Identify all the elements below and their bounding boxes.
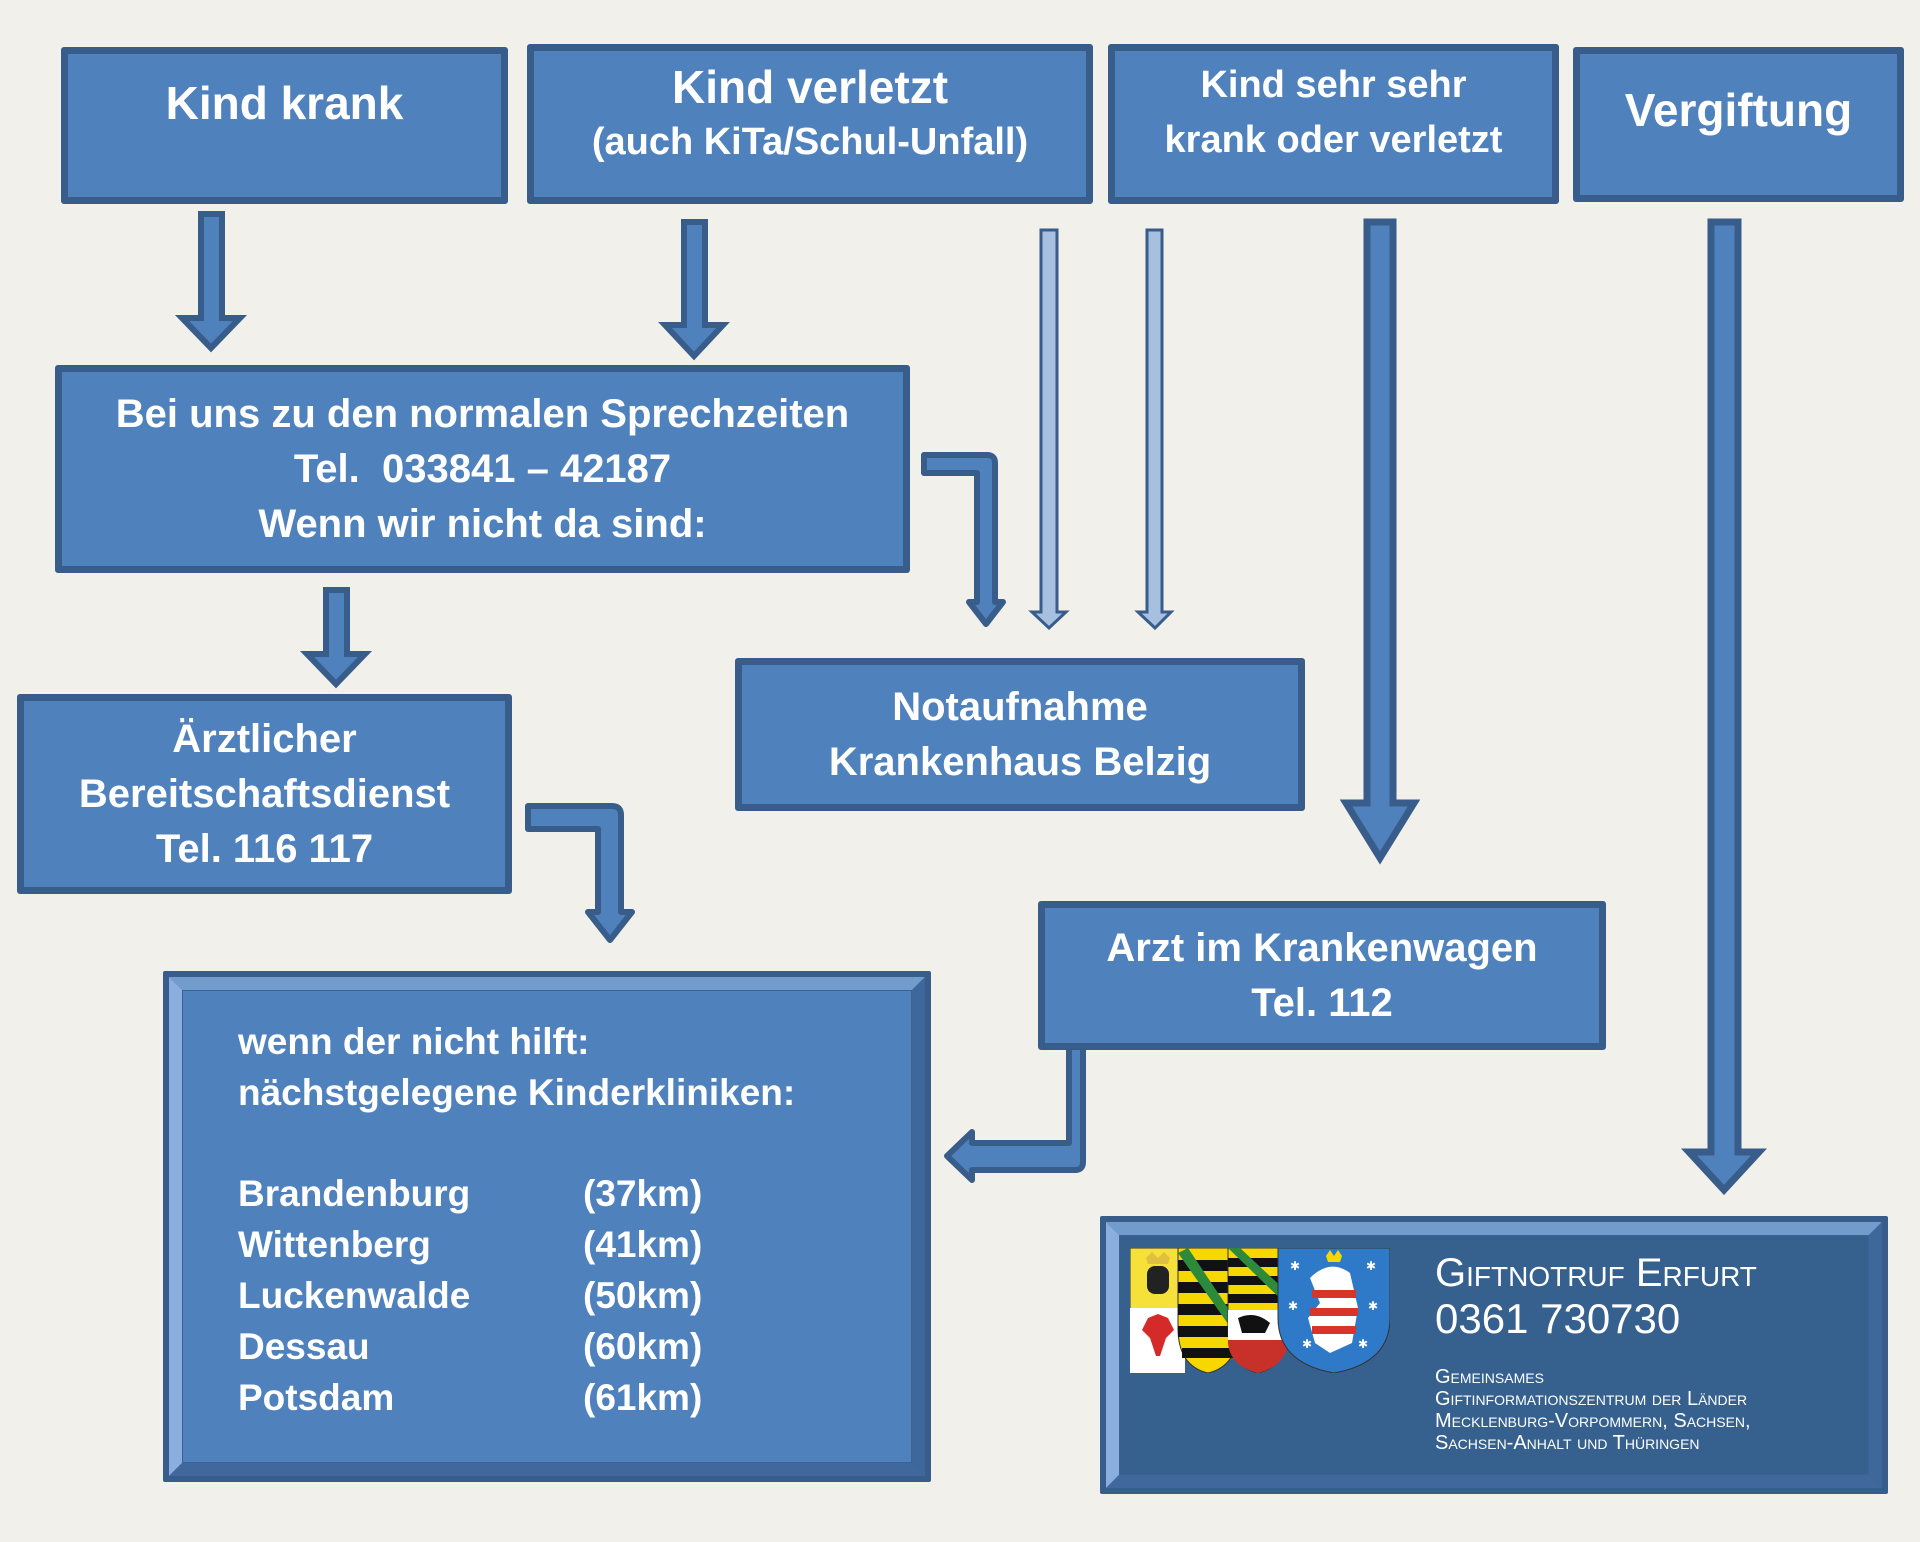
mecklenburg-vorpommern-crest (1130, 1248, 1186, 1373)
box-krankenwagen: Arzt im Krankenwagen Tel. 112 (1038, 901, 1606, 1050)
clinic-distance: (37km) (583, 1173, 703, 1214)
label-kind-krank: Kind krank (165, 77, 404, 129)
box-vergiftung: Vergiftung (1573, 47, 1904, 202)
clinic-distance: (60km) (583, 1326, 703, 1367)
bereitschaft-phone: Tel. 116 117 (155, 826, 374, 871)
giftnotruf-phone: 0361 730730 (1435, 1295, 1681, 1342)
box-kind-sehr-krank: Kind sehr sehr krank oder verletzt (1108, 44, 1559, 204)
arrow-kind-sehr-krank-to-krankenwagen (1339, 218, 1421, 865)
giftnotruf-desc-line: Sachsen-Anhalt und Thüringen (1435, 1432, 1700, 1454)
bereitschaft-line2: Bereitschaftsdienst (78, 771, 451, 816)
praxis-line1: Bei uns zu den normalen Sprechzeiten (115, 391, 850, 436)
bereitschaft-line1: Ärztlicher (172, 716, 357, 761)
arrow-kind-verletzt-to-notaufnahme (1028, 228, 1070, 631)
kinderkliniken-intro2: nächstgelegene Kinderkliniken: (238, 1072, 796, 1113)
notaufnahme-line2: Krankenhaus Belzig (828, 739, 1212, 784)
svg-text:✱: ✱ (1302, 1337, 1312, 1351)
svg-text:✱: ✱ (1366, 1259, 1376, 1273)
label-kind-sehr-krank-line1: Kind sehr sehr (1200, 64, 1467, 106)
clinic-city: Potsdam (238, 1377, 395, 1418)
clinic-row: Luckenwalde (50km) (238, 1270, 795, 1321)
kinderkliniken-content: wenn der nicht hilft: nächstgelegene Kin… (238, 1016, 795, 1423)
thueringen-crest: ✱ ✱ ✱ ✱ ✱ ✱ (1277, 1248, 1390, 1373)
arrow-kind-verletzt-to-praxis (658, 219, 730, 361)
praxis-phone: Tel. 033841 – 42187 (293, 446, 672, 491)
giftnotruf-desc-line: Mecklenburg-Vorpommern, Sachsen, (1435, 1410, 1751, 1432)
box-kinderkliniken: wenn der nicht hilft: nächstgelegene Kin… (163, 971, 931, 1482)
arrow-bereitschaft-to-kinderkliniken (525, 803, 635, 943)
krankenwagen-phone: Tel. 112 (1251, 980, 1393, 1025)
box-bereitschaftsdienst: Ärztlicher Bereitschaftsdienst Tel. 116 … (17, 694, 512, 894)
notaufnahme-line1: Notaufnahme (892, 684, 1148, 729)
krankenwagen-line1: Arzt im Krankenwagen (1106, 925, 1538, 970)
clinic-list: Brandenburg (37km) Wittenberg (41km) Luckenw… (238, 1168, 795, 1423)
clinic-distance: (50km) (583, 1275, 703, 1316)
box-notaufnahme: Notaufnahme Krankenhaus Belzig (735, 658, 1305, 811)
giftnotruf-title: Giftnotruf Erfurt (1435, 1251, 1757, 1295)
label-kind-sehr-krank-line2: krank oder verletzt (1164, 119, 1503, 161)
clinic-city: Luckenwalde (238, 1275, 471, 1316)
arrow-praxis-to-bereitschaft (299, 587, 373, 689)
svg-text:✱: ✱ (1288, 1299, 1298, 1313)
arrow-praxis-to-notaufnahme (921, 452, 1006, 627)
svg-text:✱: ✱ (1358, 1337, 1368, 1351)
svg-text:✱: ✱ (1368, 1299, 1378, 1313)
state-crests: ✱ ✱ ✱ ✱ ✱ ✱ (1130, 1248, 1390, 1373)
giftnotruf-description: Gemeinsames Giftinformationszentrum der … (1435, 1366, 1751, 1454)
label-vergiftung: Vergiftung (1624, 83, 1853, 136)
clinic-row: Potsdam (61km) (238, 1372, 795, 1423)
arrow-vergiftung-to-giftnotruf (1681, 218, 1767, 1196)
label-kind-verletzt: Kind verletzt (671, 60, 949, 113)
kinderkliniken-intro1: wenn der nicht hilft: (238, 1021, 590, 1062)
box-kind-krank: Kind krank (61, 47, 508, 204)
clinic-row: Brandenburg (37km) (238, 1168, 795, 1219)
arrow-kind-krank-to-praxis (174, 211, 248, 353)
clinic-city: Brandenburg (238, 1173, 471, 1214)
svg-text:✱: ✱ (1290, 1259, 1300, 1273)
clinic-distance: (61km) (583, 1377, 703, 1418)
arrow-kind-sehr-krank-to-notaufnahme (1134, 228, 1175, 631)
clinic-city: Wittenberg (238, 1224, 431, 1265)
label-kind-verletzt-sub: (auch KiTa/Schul-Unfall) (591, 120, 1029, 163)
box-praxis: Bei uns zu den normalen Sprechzeiten Tel… (55, 365, 910, 573)
giftnotruf-desc-line: Gemeinsames (1435, 1366, 1544, 1388)
praxis-line3: Wenn wir nicht da sind: (258, 501, 707, 546)
clinic-distance: (41km) (583, 1224, 703, 1265)
sachsen-crest (1177, 1248, 1239, 1373)
box-giftnotruf: ✱ ✱ ✱ ✱ ✱ ✱ Giftnotruf Erfurt 0361 73073… (1100, 1216, 1888, 1494)
box-kind-verletzt: Kind verletzt (auch KiTa/Schul-Unfall) (527, 44, 1093, 204)
clinic-city: Dessau (238, 1326, 370, 1367)
giftnotruf-desc-line: Giftinformationszentrum der Länder (1435, 1388, 1748, 1410)
clinic-row: Dessau (60km) (238, 1321, 795, 1372)
sachsen-anhalt-crest (1227, 1248, 1289, 1373)
clinic-row: Wittenberg (41km) (238, 1219, 795, 1270)
